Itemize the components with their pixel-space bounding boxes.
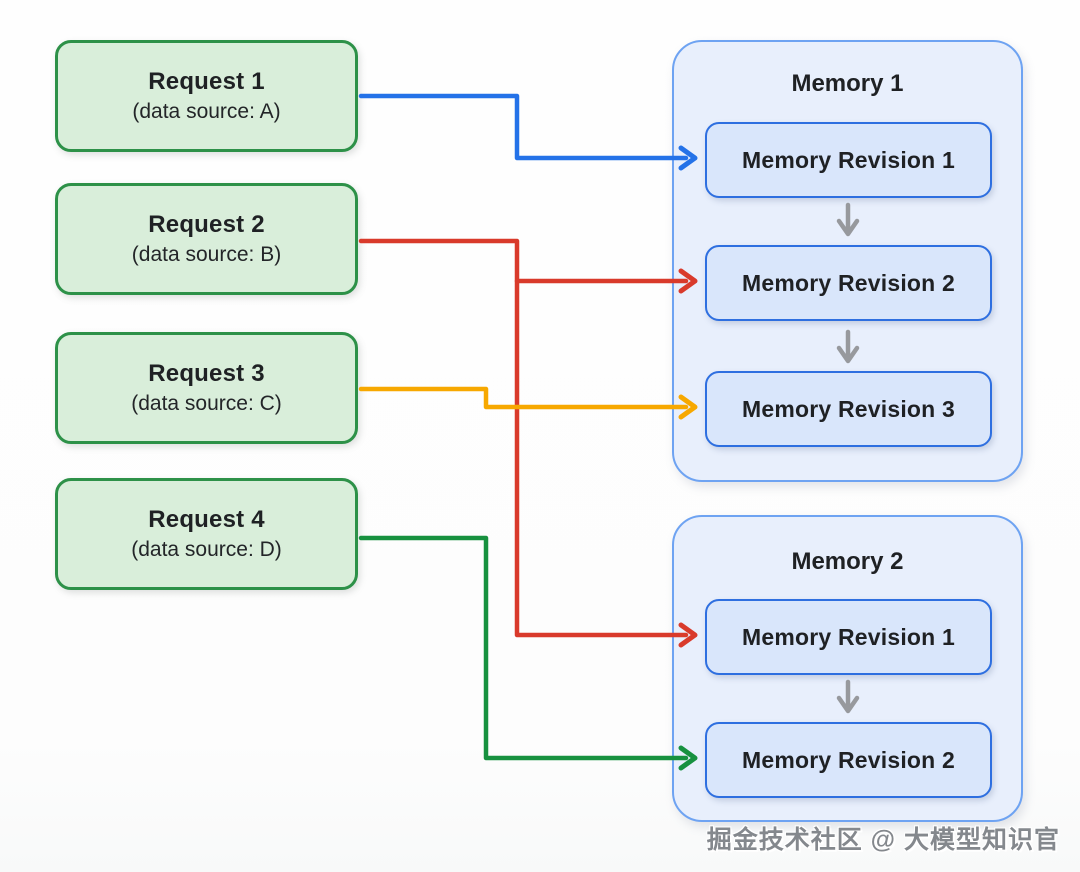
request-4-box: Request 4 (data source: D) xyxy=(55,478,358,590)
down-arrow-icon xyxy=(836,329,859,364)
memory-2-container: Memory 2 Memory Revision 1 Memory Revisi… xyxy=(672,515,1023,822)
memory-1-revision-2-box: Memory Revision 2 xyxy=(705,245,992,321)
request-4-subtitle: (data source: D) xyxy=(131,538,282,561)
connector-request-3-to-memory-1-revision-3 xyxy=(358,386,689,410)
connector-request-1-to-memory-1-revision-1 xyxy=(358,93,689,161)
request-3-box: Request 3 (data source: C) xyxy=(55,332,358,444)
request-2-title: Request 2 xyxy=(148,211,265,238)
request-1-box: Request 1 (data source: A) xyxy=(55,40,358,152)
down-arrow-icon xyxy=(836,202,859,237)
connector-request-4-to-memory-2-revision-2 xyxy=(358,535,689,761)
request-1-subtitle: (data source: A) xyxy=(132,100,281,123)
request-2-box: Request 2 (data source: B) xyxy=(55,183,358,295)
memory-1-revision-3-box: Memory Revision 3 xyxy=(705,371,992,447)
memory-1-container: Memory 1 Memory Revision 1 Memory Revisi… xyxy=(672,40,1023,482)
memory-1-title: Memory 1 xyxy=(791,70,904,97)
memory-2-revision-2-box: Memory Revision 2 xyxy=(705,722,992,798)
request-3-subtitle: (data source: C) xyxy=(131,392,282,415)
memory-1-revision-1-box: Memory Revision 1 xyxy=(705,122,992,198)
memory-2-title: Memory 2 xyxy=(791,548,904,575)
request-1-title: Request 1 xyxy=(148,68,265,95)
down-arrow-icon xyxy=(836,679,859,714)
request-4-title: Request 4 xyxy=(148,506,265,533)
watermark: 掘金技术社区 @ 大模型知识官 xyxy=(706,826,1060,854)
connector-request-2-to-memory-2-revision-1 xyxy=(358,238,689,638)
request-3-title: Request 3 xyxy=(148,360,265,387)
memory-2-revision-1-box: Memory Revision 1 xyxy=(705,599,992,675)
request-2-subtitle: (data source: B) xyxy=(131,243,282,266)
